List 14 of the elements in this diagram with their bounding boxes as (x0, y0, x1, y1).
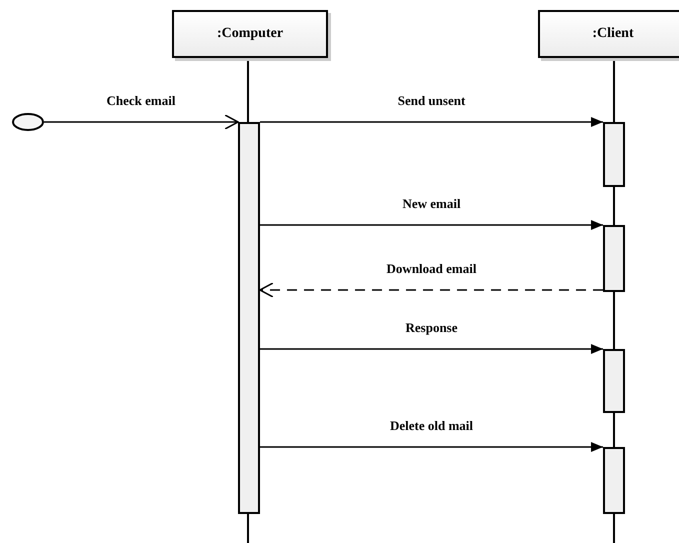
lifeline-header: :Client (538, 10, 679, 58)
message-arrow (44, 114, 239, 130)
activation-bar (603, 122, 625, 187)
activation-bar (238, 122, 260, 514)
message-arrow (260, 220, 603, 230)
lifeline-header: :Computer (172, 10, 328, 58)
message-arrow (260, 442, 603, 452)
activation-bar (603, 349, 625, 413)
message-arrow (259, 282, 603, 298)
activation-bar (603, 447, 625, 514)
message-arrow (260, 344, 603, 354)
message-arrow (260, 117, 603, 127)
start-circle (12, 113, 44, 131)
activation-bar (603, 225, 625, 292)
